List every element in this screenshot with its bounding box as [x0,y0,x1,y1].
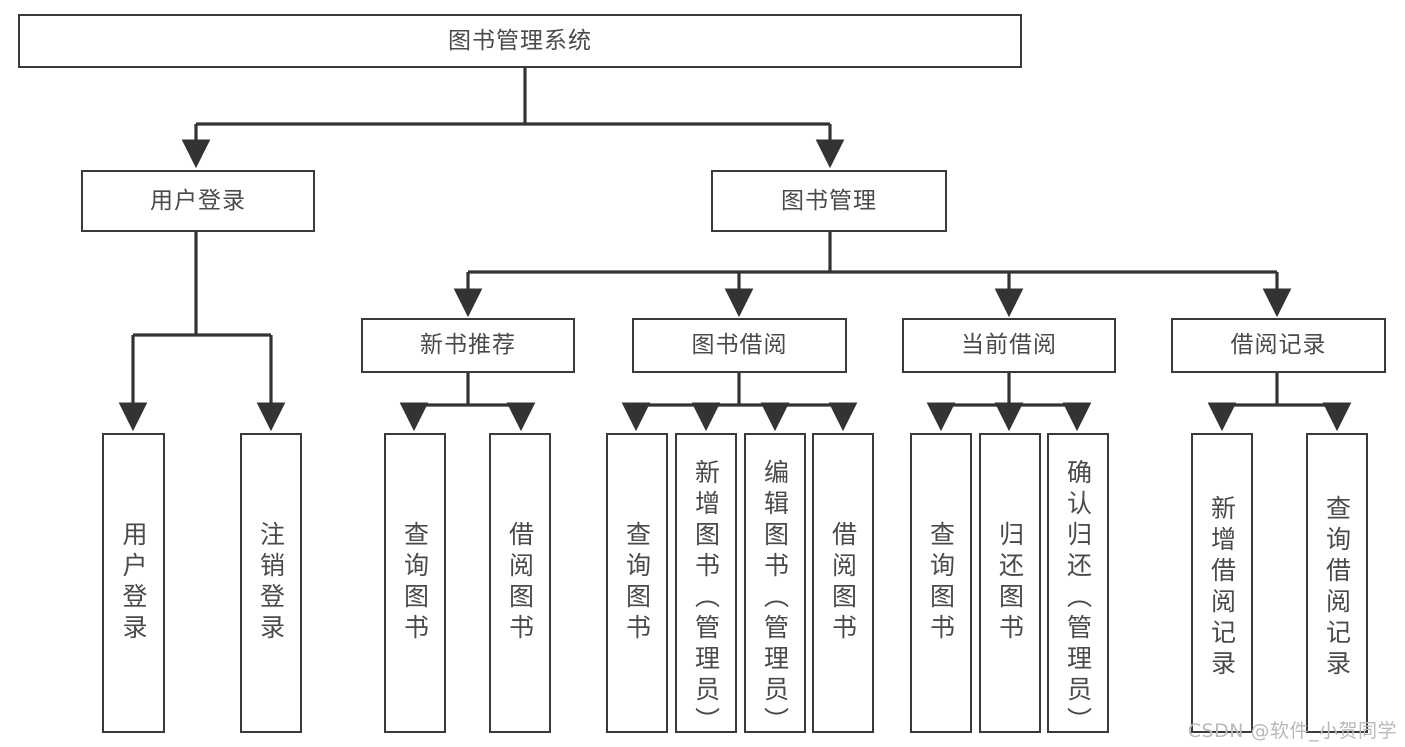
leaf-new-book-query-label: 查询图书 [400,521,430,645]
leaf-borrow-query-book[interactable]: 查询图书 [606,433,668,733]
leaf-user-login-logout-label: 注销登录 [256,521,286,645]
node-root-system-label: 图书管理系统 [448,27,592,54]
leaf-record-query-record[interactable]: 查询借阅记录 [1306,433,1368,733]
node-book-borrow[interactable]: 图书借阅 [632,318,847,373]
leaf-current-return-book[interactable]: 归还图书 [979,433,1041,733]
leaf-record-add-record-label: 新增借阅记录 [1207,495,1237,681]
node-book-management[interactable]: 图书管理 [711,170,947,232]
leaf-user-login-login[interactable]: 用户登录 [102,433,165,733]
leaf-borrow-borrow-book[interactable]: 借阅图书 [812,433,874,733]
leaf-borrow-add-book[interactable]: 新增图书（管理员） [675,433,737,738]
leaf-user-login-login-label: 用户登录 [119,521,148,645]
leaf-borrow-edit-book-label: 编辑图书（管理员） [760,459,790,738]
leaf-current-return-book-label: 归还图书 [995,521,1025,645]
leaf-user-login-logout[interactable]: 注销登录 [240,433,302,733]
leaf-borrow-query-book-label: 查询图书 [622,521,652,645]
leaf-current-query-book[interactable]: 查询图书 [910,433,972,733]
leaf-new-book-query[interactable]: 查询图书 [384,433,446,733]
leaf-current-confirm-return[interactable]: 确认归还（管理员） [1047,433,1109,738]
node-current-borrow-label: 当前借阅 [961,332,1057,359]
node-borrow-record-label: 借阅记录 [1230,332,1327,359]
node-borrow-record[interactable]: 借阅记录 [1171,318,1386,373]
leaf-new-book-borrow-label: 借阅图书 [505,521,535,645]
node-user-login[interactable]: 用户登录 [81,170,315,232]
leaf-borrow-add-book-label: 新增图书（管理员） [691,459,721,738]
watermark-text: CSDN @软件_小贺同学 [1187,720,1397,742]
leaf-new-book-borrow[interactable]: 借阅图书 [489,433,551,733]
leaf-record-query-record-label: 查询借阅记录 [1322,495,1352,681]
node-new-book-recommend[interactable]: 新书推荐 [361,318,575,373]
node-new-book-recommend-label: 新书推荐 [420,332,516,359]
leaf-current-confirm-return-label: 确认归还（管理员） [1063,459,1093,738]
node-root-system[interactable]: 图书管理系统 [18,14,1022,68]
node-current-borrow[interactable]: 当前借阅 [902,318,1116,373]
leaf-current-query-book-label: 查询图书 [926,521,956,645]
node-book-borrow-label: 图书借阅 [691,332,788,359]
node-book-management-label: 图书管理 [781,187,877,214]
leaf-borrow-edit-book[interactable]: 编辑图书（管理员） [744,433,806,738]
leaf-borrow-borrow-book-label: 借阅图书 [828,521,858,645]
node-user-login-label: 用户登录 [150,187,246,214]
leaf-record-add-record[interactable]: 新增借阅记录 [1191,433,1253,733]
